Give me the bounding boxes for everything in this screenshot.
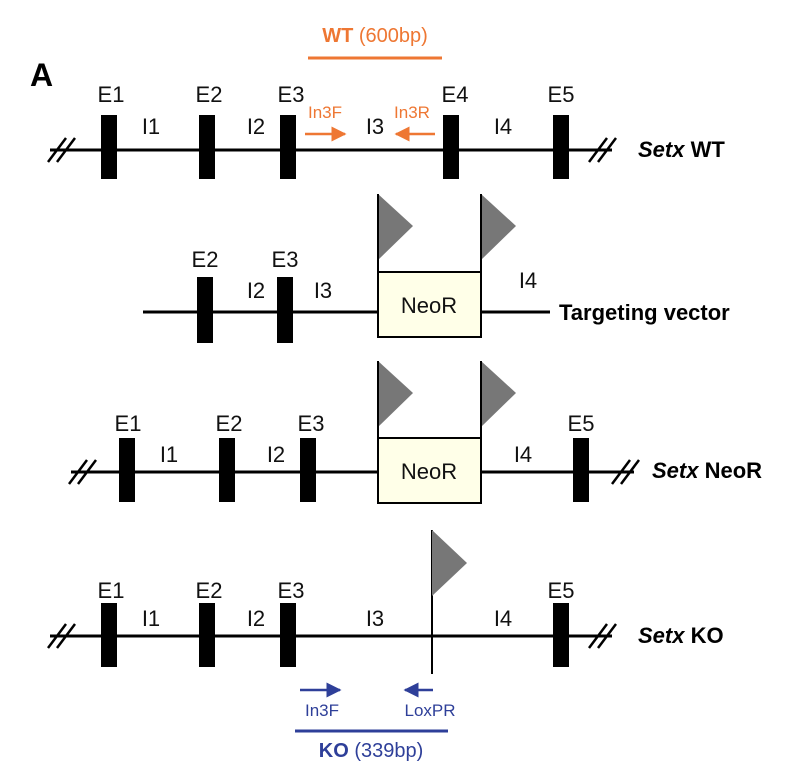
neor-row-title: Setx NeoR <box>652 458 762 483</box>
neor-intron-label-i4: I4 <box>514 442 532 467</box>
row-setx-ko: E1 E2 E3 E5 I1 I2 I3 I4 In3F LoxPR KO (3… <box>47 530 724 762</box>
neor-exon-label-e3: E3 <box>298 411 325 436</box>
wt-exon-label-e1: E1 <box>98 82 125 107</box>
wt-amplicon-label: WT (600bp) <box>322 25 428 47</box>
ko-right-break-icon <box>588 623 617 649</box>
ko-exon-e3 <box>280 603 296 667</box>
neor-exon-label-e1: E1 <box>115 411 142 436</box>
ko-exon-label-e1: E1 <box>98 578 125 603</box>
ko-amplicon-size: (339bp) <box>354 740 423 762</box>
wt-intron-label-i2: I2 <box>247 114 265 139</box>
ko-loxp-flag-icon <box>432 530 467 596</box>
neor-loxp-flag-right-icon <box>481 361 516 427</box>
ko-exon-e2 <box>199 603 215 667</box>
wt-primer-label-in3r: In3R <box>394 103 430 122</box>
neor-exon-e5 <box>573 438 589 502</box>
neor-exon-e2 <box>219 438 235 502</box>
vector-exon-e2 <box>197 277 213 343</box>
vector-row-title: Targeting vector <box>559 300 730 325</box>
ko-exon-label-e3: E3 <box>278 578 305 603</box>
wt-intron-label-i3: I3 <box>366 114 384 139</box>
wt-row-title: Setx WT <box>638 137 725 162</box>
row-setx-neor: NeoR E1 E2 E3 E5 I1 I2 I4 Setx NeoR <box>68 361 762 504</box>
vector-intron-label-i2: I2 <box>247 278 265 303</box>
neor-exon-e3 <box>300 438 316 502</box>
wt-amplicon-size: (600bp) <box>359 25 428 47</box>
vector-intron-label-i3: I3 <box>314 278 332 303</box>
wt-amplicon-name: WT <box>322 25 353 47</box>
neor-intron-label-i1: I1 <box>160 442 178 467</box>
neor-exon-e1 <box>119 438 135 502</box>
ko-intron-label-i2: I2 <box>247 606 265 631</box>
ko-exon-label-e5: E5 <box>548 578 575 603</box>
ko-exon-label-e2: E2 <box>196 578 223 603</box>
vector-neor-label: NeoR <box>401 293 457 318</box>
ko-primer-label-loxpr: LoxPR <box>404 701 455 720</box>
wt-left-break-icon <box>47 137 76 163</box>
wt-exon-e2 <box>199 115 215 179</box>
wt-exon-label-e2: E2 <box>196 82 223 107</box>
neor-cassette-label: NeoR <box>401 459 457 484</box>
row-targeting-vector: NeoR E2 E3 I2 I3 I4 Targeting vector <box>143 194 730 343</box>
row-setx-wt: WT (600bp) E1 E2 E3 E4 E5 I1 I2 I3 I4 In… <box>47 25 725 179</box>
wt-exon-e4 <box>443 115 459 179</box>
vector-exon-e3 <box>277 277 293 343</box>
neor-exon-label-e2: E2 <box>216 411 243 436</box>
neor-left-break-icon <box>68 459 97 485</box>
ko-intron-label-i3: I3 <box>366 606 384 631</box>
neor-cassette <box>377 437 482 504</box>
wt-right-break-icon <box>588 137 617 163</box>
neor-exon-label-e5: E5 <box>568 411 595 436</box>
wt-exon-label-e4: E4 <box>442 82 469 107</box>
wt-intron-label-i4: I4 <box>494 114 512 139</box>
loxp-flag-right-icon <box>481 194 516 260</box>
neor-right-break-icon <box>611 459 640 485</box>
wt-intron-label-i1: I1 <box>142 114 160 139</box>
ko-left-break-icon <box>47 623 76 649</box>
panel-label: A <box>30 57 53 93</box>
ko-exon-e1 <box>101 603 117 667</box>
ko-primer-label-in3f: In3F <box>305 701 339 720</box>
vector-exon-label-e3: E3 <box>272 247 299 272</box>
ko-exon-e5 <box>553 603 569 667</box>
wt-exon-e1 <box>101 115 117 179</box>
ko-intron-label-i4: I4 <box>494 606 512 631</box>
ko-amplicon-name: KO <box>319 740 349 762</box>
wt-exon-e5 <box>553 115 569 179</box>
loxp-flag-left-icon <box>378 194 413 260</box>
vector-intron-label-i4: I4 <box>519 268 537 293</box>
ko-row-title: Setx KO <box>638 623 724 648</box>
wt-exon-e3 <box>280 115 296 179</box>
wt-exon-label-e3: E3 <box>278 82 305 107</box>
wt-primer-label-in3f: In3F <box>308 103 342 122</box>
vector-exon-label-e2: E2 <box>192 247 219 272</box>
ko-amplicon-label: KO (339bp) <box>319 740 424 762</box>
neor-loxp-flag-left-icon <box>378 361 413 427</box>
ko-intron-label-i1: I1 <box>142 606 160 631</box>
vector-neor-cassette <box>377 271 482 338</box>
neor-intron-label-i2: I2 <box>267 442 285 467</box>
wt-exon-label-e5: E5 <box>548 82 575 107</box>
